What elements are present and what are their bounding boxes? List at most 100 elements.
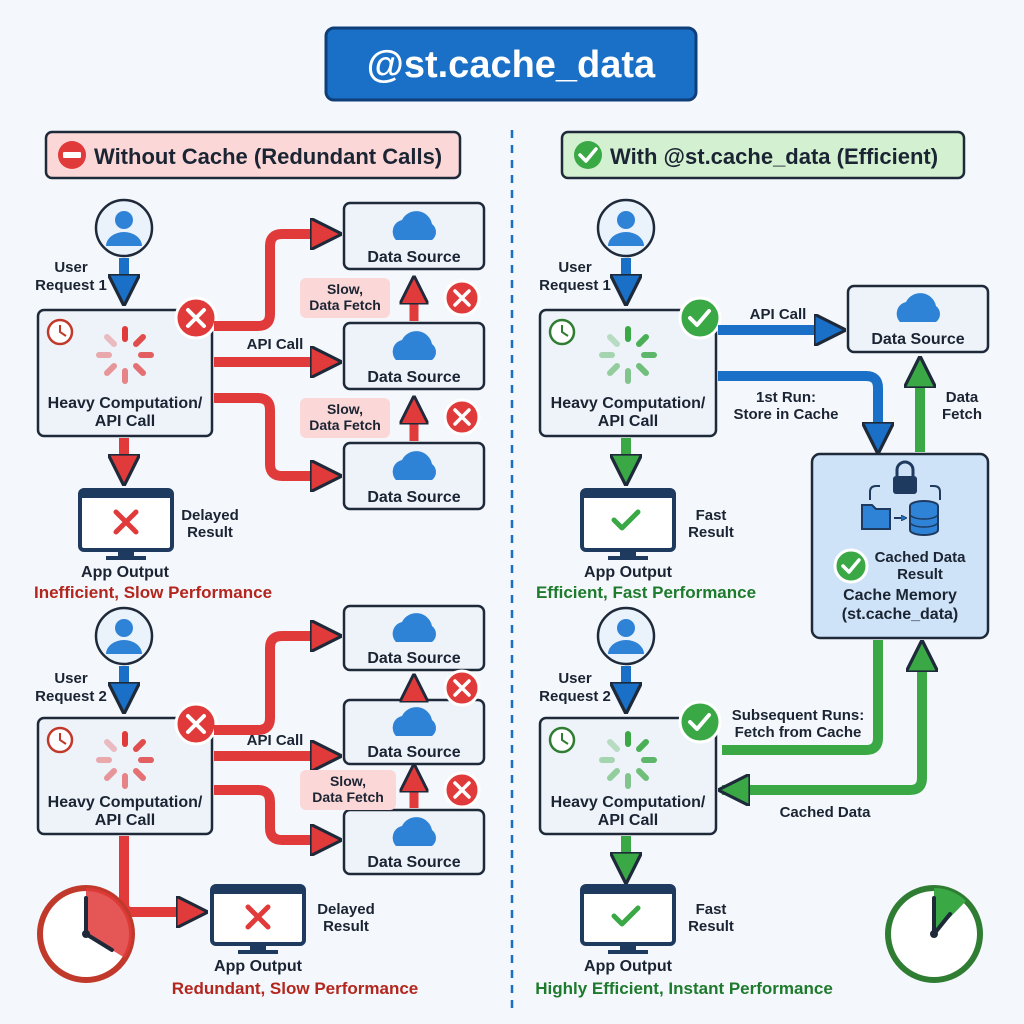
svg-text:Data Source: Data Source bbox=[367, 744, 460, 761]
clock-icon bbox=[46, 318, 74, 346]
check-circle-icon bbox=[678, 296, 722, 340]
verdict-label: Highly Efficient, Instant Performance bbox=[535, 979, 833, 998]
left-header-box bbox=[44, 130, 462, 180]
error-mark bbox=[113, 509, 139, 535]
fetch-cache-arrow bbox=[722, 640, 883, 755]
data-source-box: Data Source bbox=[342, 808, 486, 876]
api-call-label: API Call bbox=[247, 336, 304, 353]
cloud-icon bbox=[392, 331, 436, 360]
api-call-arrow bbox=[214, 636, 326, 735]
subsequent-runs-label: Subsequent Runs:Fetch from Cache bbox=[732, 707, 865, 741]
slow-fetch-label: Slow,Data Fetch bbox=[312, 773, 384, 805]
cloud-icon bbox=[392, 451, 436, 480]
check-mark bbox=[611, 509, 641, 531]
error-icon bbox=[443, 669, 481, 707]
link-line bbox=[930, 485, 941, 500]
user-icon bbox=[94, 198, 154, 258]
monitor-icon bbox=[580, 884, 676, 954]
clock-icon bbox=[37, 885, 135, 983]
svg-text:Data Source: Data Source bbox=[367, 854, 460, 871]
right-header-box bbox=[560, 130, 966, 180]
folder-icon bbox=[861, 504, 891, 530]
error-icon bbox=[174, 702, 218, 746]
cache-memory-box bbox=[810, 452, 990, 640]
slow-fetch-label: Slow,Data Fetch bbox=[309, 281, 381, 313]
store-cache-arrow bbox=[718, 371, 878, 438]
verdict-label: Efficient, Fast Performance bbox=[536, 583, 756, 602]
app-output-label: App Output bbox=[214, 958, 303, 975]
api-call-label: API Call bbox=[750, 306, 807, 323]
svg-text:Data Source: Data Source bbox=[367, 489, 460, 506]
check-circle-icon bbox=[678, 700, 722, 744]
cached-data-return-arrow bbox=[722, 656, 922, 795]
svg-text:Data Source: Data Source bbox=[871, 331, 964, 348]
check-circle-icon bbox=[833, 548, 869, 584]
computation-label: Heavy Computation/API Call bbox=[551, 794, 706, 829]
database-icon bbox=[909, 500, 939, 536]
api-call-arrow bbox=[214, 785, 326, 840]
data-source-box: Data Source bbox=[342, 441, 486, 511]
spinner-icon bbox=[96, 731, 154, 789]
spinner-icon bbox=[599, 731, 657, 789]
spinner-icon bbox=[599, 326, 657, 384]
data-source-box: Data Source bbox=[342, 604, 486, 672]
api-call-arrow bbox=[214, 393, 326, 476]
app-output-label: App Output bbox=[584, 958, 673, 975]
user-icon bbox=[596, 606, 656, 666]
api-call-label: API Call bbox=[247, 732, 304, 749]
monitor-icon bbox=[580, 488, 676, 560]
computation-label: Heavy Computation/API Call bbox=[48, 395, 203, 430]
cached-data-label: Cached Data bbox=[780, 804, 872, 821]
cloud-icon bbox=[896, 293, 940, 322]
lock-icon bbox=[893, 460, 917, 494]
clock-icon bbox=[46, 726, 74, 754]
cloud-icon bbox=[392, 707, 436, 736]
error-icon bbox=[174, 296, 218, 340]
slow-fetch-badge bbox=[300, 398, 390, 438]
monitor-icon bbox=[210, 884, 306, 954]
check-circle-icon bbox=[574, 141, 602, 169]
title-box bbox=[324, 26, 698, 102]
verdict-label: Redundant, Slow Performance bbox=[172, 979, 419, 998]
left-header: Without Cache (Redundant Calls) bbox=[94, 144, 442, 169]
error-icon bbox=[443, 279, 481, 317]
slow-fetch-label: Slow,Data Fetch bbox=[309, 401, 381, 433]
data-source-box: Data Source bbox=[342, 201, 486, 271]
timer-icon bbox=[885, 885, 983, 983]
error-icon bbox=[443, 771, 481, 809]
svg-text:Data Source: Data Source bbox=[367, 650, 460, 667]
app-output-label: App Output bbox=[584, 564, 673, 581]
slow-fetch-badge bbox=[300, 770, 396, 810]
check-mark bbox=[611, 905, 641, 927]
data-source-box: Data Source bbox=[342, 321, 486, 391]
clock-icon bbox=[548, 726, 576, 754]
computation-label: Heavy Computation/API Call bbox=[551, 395, 706, 430]
cloud-icon bbox=[392, 613, 437, 642]
page-title: @st.cache_data bbox=[367, 44, 656, 86]
link-line bbox=[869, 485, 880, 500]
error-mark bbox=[245, 904, 271, 930]
user-icon bbox=[596, 198, 656, 258]
data-source-box: Data Source bbox=[342, 698, 486, 766]
computation-label: Heavy Computation/API Call bbox=[48, 794, 203, 829]
cache-memory-label: Cache Memory(st.cache_data) bbox=[842, 587, 959, 623]
cloud-icon bbox=[392, 817, 436, 846]
clock-icon bbox=[548, 318, 576, 346]
right-header: With @st.cache_data (Efficient) bbox=[610, 144, 938, 169]
api-call-arrow bbox=[214, 234, 326, 331]
cloud-icon bbox=[392, 211, 436, 240]
data-source-box: Data Source bbox=[846, 284, 990, 354]
spinner-icon bbox=[96, 326, 154, 384]
svg-text:Data Source: Data Source bbox=[367, 369, 460, 386]
svg-text:Data Source: Data Source bbox=[367, 249, 460, 266]
